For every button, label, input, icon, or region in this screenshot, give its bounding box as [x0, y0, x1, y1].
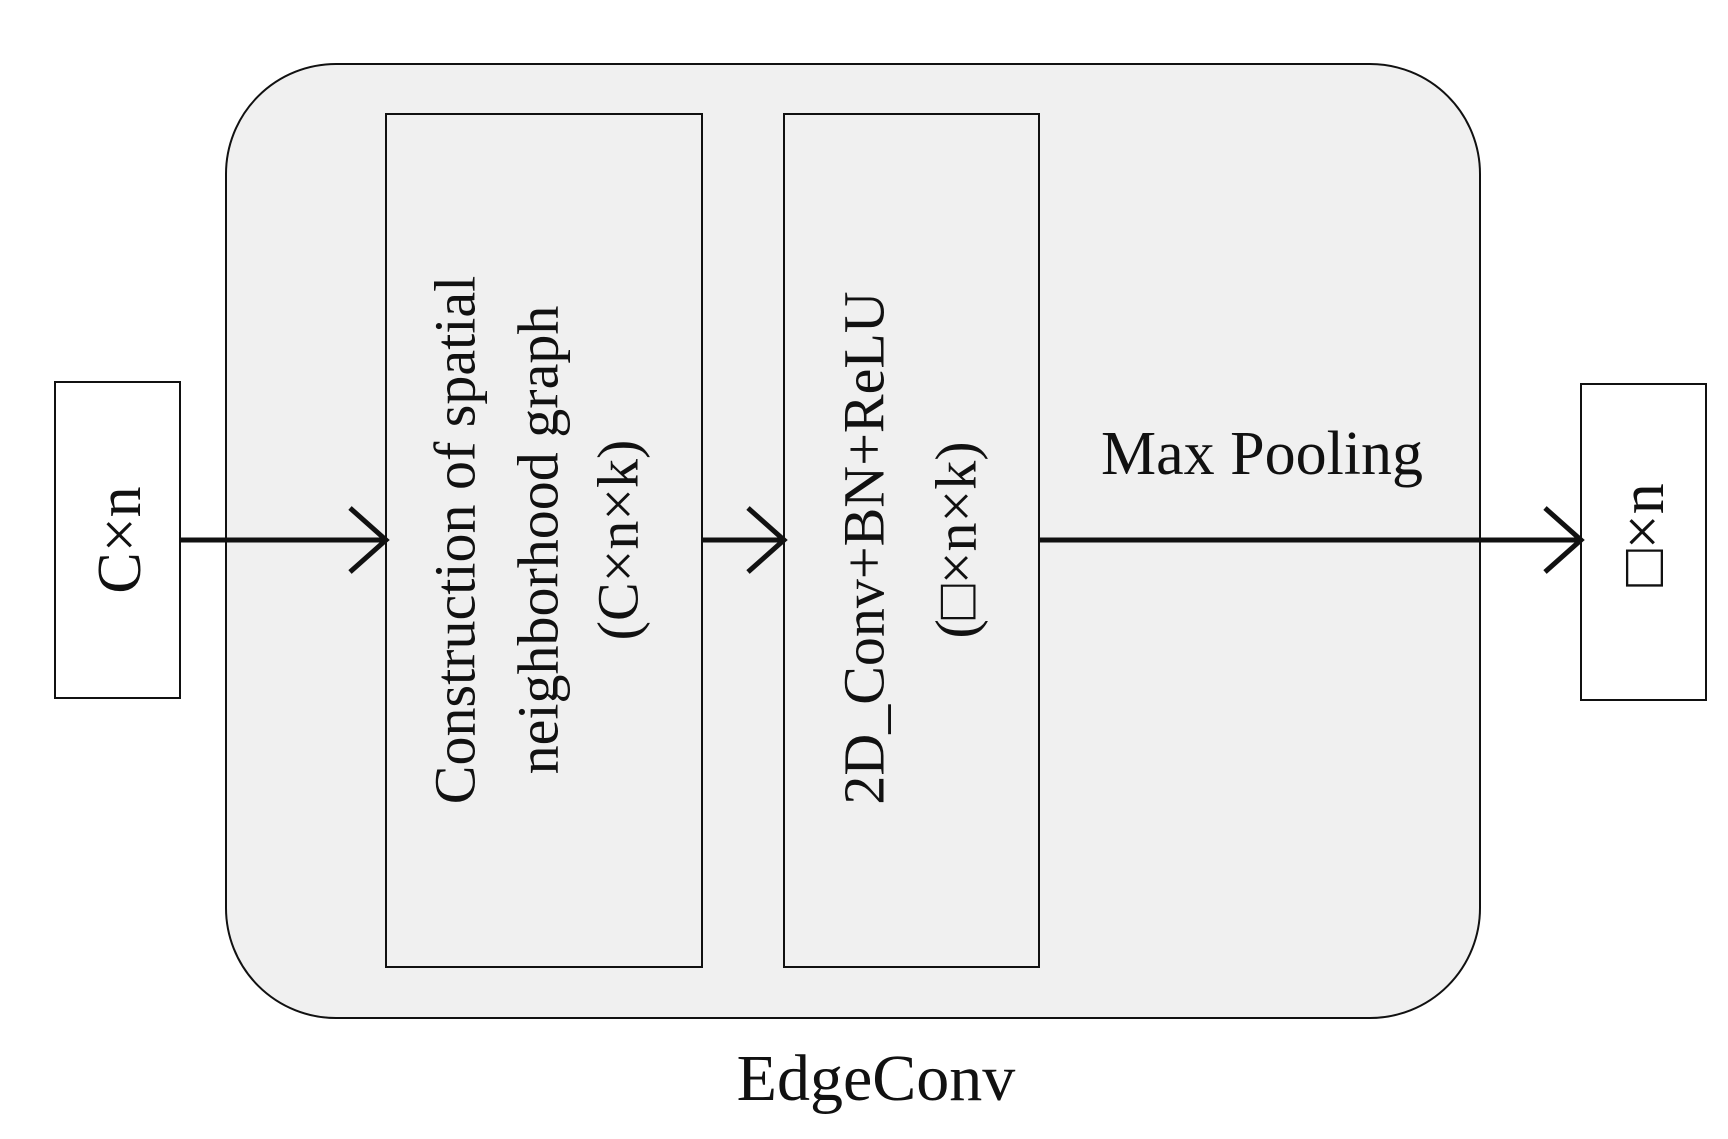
max-pooling-label: Max Pooling [1101, 420, 1423, 488]
edgeconv-label: EdgeConv [737, 1042, 1016, 1115]
graph-block-line1: Construction of spatial [423, 276, 488, 804]
conv-block-line1: 2D_Conv+BN+ReLU [832, 291, 897, 804]
arrow-input-to-graph [180, 506, 390, 574]
input-block [54, 381, 181, 699]
conv-block [783, 113, 1040, 968]
conv-block-line2: (□×n×k) [924, 441, 989, 638]
output-block [1580, 383, 1707, 701]
input-label: C×n [86, 486, 154, 593]
arrow-conv-to-output [1039, 506, 1585, 574]
graph-block [385, 113, 703, 968]
graph-block-line3: (C×n×k) [586, 440, 651, 641]
output-label: □×n [1609, 483, 1677, 586]
graph-block-line2: neighborhood graph [506, 306, 571, 775]
arrow-graph-to-conv [702, 506, 788, 574]
